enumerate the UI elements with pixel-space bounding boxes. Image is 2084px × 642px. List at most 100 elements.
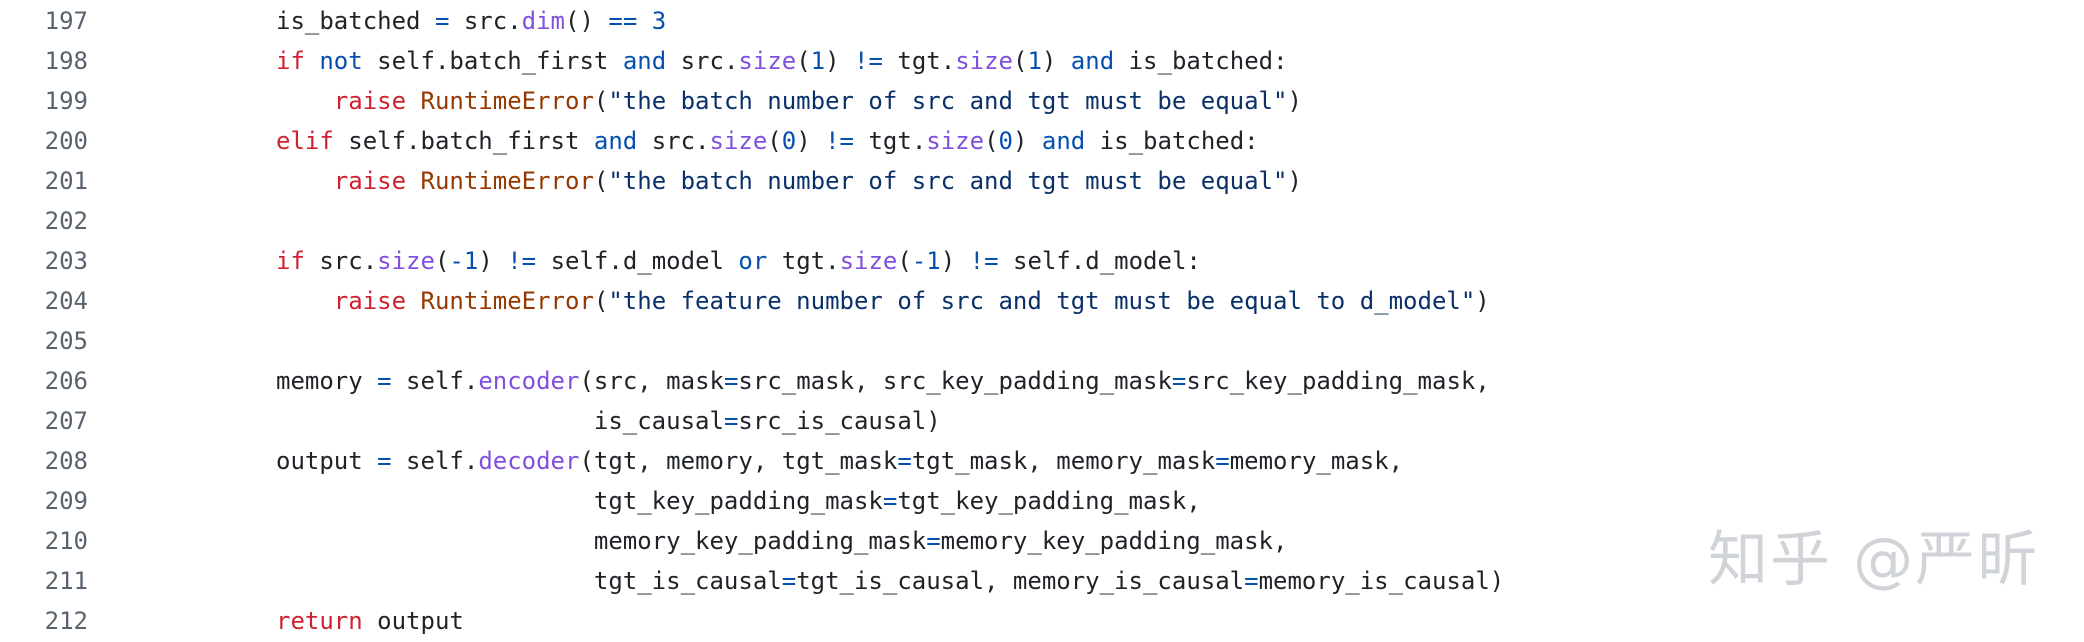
line-code: tgt_key_padding_mask=tgt_key_padding_mas… <box>88 481 2084 521</box>
line-number[interactable]: 207 <box>44 407 88 435</box>
line-number[interactable]: 205 <box>44 327 88 355</box>
code-token <box>406 287 420 315</box>
code-token: = <box>926 527 941 555</box>
code-token: ( <box>897 247 912 275</box>
code-token: = <box>1215 447 1230 475</box>
line-number[interactable]: 201 <box>44 167 88 195</box>
code-token: memory <box>276 367 378 395</box>
code-token: 1 <box>1027 47 1042 75</box>
code-token: if <box>276 247 305 275</box>
code-token: src_key_padding_mask, <box>1186 367 1490 395</box>
code-token: raise <box>333 287 407 315</box>
code-token: src_mask, src_key_padding_mask <box>738 367 1172 395</box>
code-token: is_batched: <box>1085 127 1259 155</box>
code-token: size <box>955 47 1013 75</box>
code-token: is_batched: <box>1114 47 1288 75</box>
code-token: = <box>377 367 392 395</box>
code-token: elif <box>276 127 334 155</box>
line-number[interactable]: 208 <box>44 447 88 475</box>
code-token: tgt_key_padding_mask, <box>897 487 1201 515</box>
line-number[interactable]: 210 <box>44 527 88 555</box>
code-token: tgt. <box>882 47 956 75</box>
code-token: "the batch number of src and tgt must be… <box>608 167 1288 195</box>
code-token: 3 <box>651 7 667 35</box>
code-token: ) <box>1041 47 1071 75</box>
line-code: is_causal=src_is_causal) <box>88 401 2084 441</box>
code-token: != <box>854 47 883 75</box>
code-token: memory_key_padding_mask <box>276 527 927 555</box>
code-token: ) <box>1475 287 1490 315</box>
code-token: if <box>276 47 305 75</box>
code-token: RuntimeError <box>420 87 594 115</box>
code-token: and <box>1070 47 1115 75</box>
line-number[interactable]: 209 <box>44 487 88 515</box>
code-token: tgt_key_padding_mask <box>276 487 883 515</box>
code-token: tgt. <box>767 247 840 275</box>
line-number[interactable]: 211 <box>44 567 88 595</box>
code-token: src_is_causal) <box>738 407 941 435</box>
code-token: () <box>565 7 609 35</box>
code-token: tgt. <box>854 127 927 155</box>
code-token: ( <box>593 287 609 315</box>
line-code: raise RuntimeError("the batch number of … <box>88 161 2084 201</box>
code-token <box>305 47 319 75</box>
code-token: = <box>377 447 392 475</box>
line-number[interactable]: 202 <box>44 207 88 235</box>
code-token: ) <box>796 127 826 155</box>
code-token: is_batched <box>276 7 435 35</box>
code-token: dim <box>521 7 566 35</box>
line-code: is_batched = src.dim() == 3 <box>88 1 2084 41</box>
line-code: memory = self.encoder(src, mask=src_mask… <box>88 361 2084 401</box>
code-token: memory_key_padding_mask, <box>940 527 1288 555</box>
code-token: RuntimeError <box>420 287 594 315</box>
code-token <box>406 87 420 115</box>
line-code: raise RuntimeError("the feature number o… <box>88 281 2084 321</box>
code-token: != <box>969 247 999 275</box>
code-token <box>406 167 420 195</box>
line-number[interactable]: 203 <box>44 247 88 275</box>
code-token: size <box>839 247 898 275</box>
code-token: != <box>825 127 855 155</box>
code-token: tgt_mask, memory_mask <box>911 447 1216 475</box>
watermark: 知乎 @严昕 <box>1708 525 2040 595</box>
code-token: src. <box>304 247 378 275</box>
code-line: 209 tgt_key_padding_mask=tgt_key_padding… <box>0 481 2084 521</box>
code-token: (tgt, memory, tgt_mask <box>579 447 898 475</box>
code-token: ) <box>1287 167 1302 195</box>
line-number[interactable]: 200 <box>44 127 88 155</box>
code-token: 1 <box>810 47 826 75</box>
code-token: self. <box>391 367 479 395</box>
line-code: return output <box>88 601 2084 641</box>
line-number[interactable]: 199 <box>44 87 88 115</box>
line-number[interactable]: 206 <box>44 367 88 395</box>
line-code: elif self.batch_first and src.size(0) !=… <box>88 121 2084 161</box>
code-token: ( <box>434 247 450 275</box>
code-token <box>276 87 334 115</box>
line-number[interactable]: 197 <box>44 7 88 35</box>
code-token: 0 <box>998 127 1013 155</box>
code-token <box>276 167 334 195</box>
code-token: RuntimeError <box>420 167 594 195</box>
code-token: ( <box>1012 47 1028 75</box>
code-token: and <box>593 127 638 155</box>
line-number[interactable]: 204 <box>44 287 88 315</box>
line-number[interactable]: 198 <box>44 47 88 75</box>
code-token: encoder <box>478 367 580 395</box>
code-line: 211 tgt_is_causal=tgt_is_causal, memory_… <box>0 561 2084 601</box>
line-number[interactable]: 212 <box>44 607 88 635</box>
code-token: ( <box>796 47 811 75</box>
line-code: tgt_is_causal=tgt_is_causal, memory_is_c… <box>88 561 2084 601</box>
code-token <box>276 287 334 315</box>
code-line: 207 is_causal=src_is_causal) <box>0 401 2084 441</box>
code-token: ( <box>984 127 999 155</box>
code-token: and <box>622 47 667 75</box>
line-code: raise RuntimeError("the batch number of … <box>88 81 2084 121</box>
code-token: ( <box>593 167 609 195</box>
